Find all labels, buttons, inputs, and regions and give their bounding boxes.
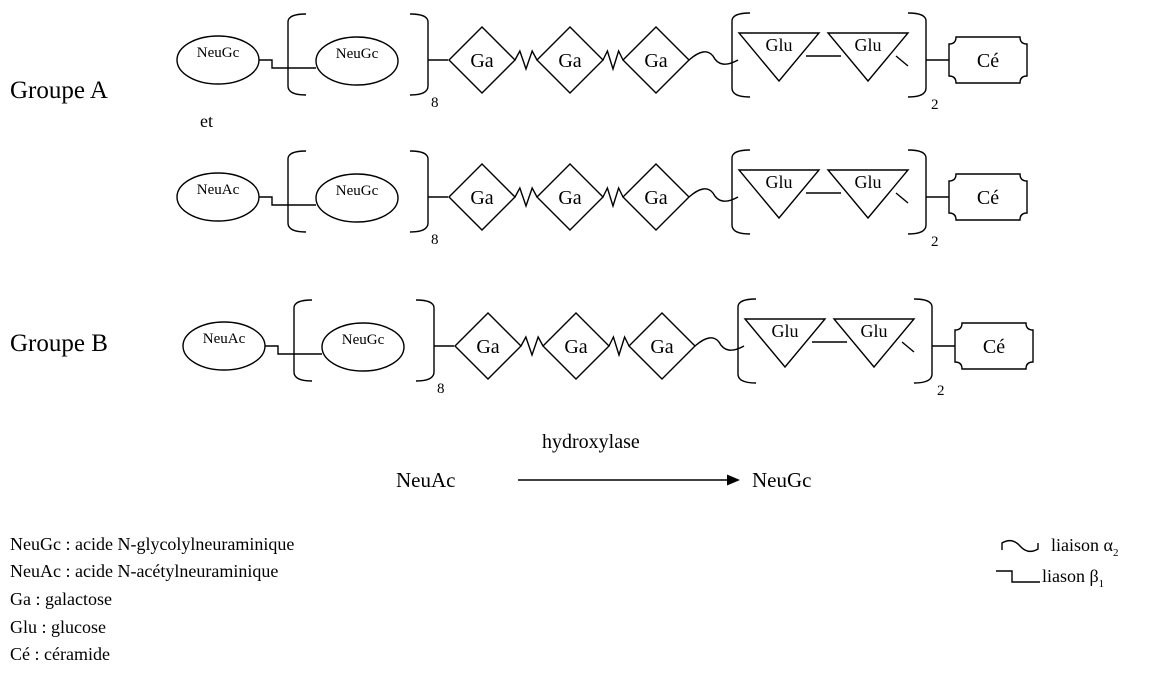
- repeat-count: 8: [431, 232, 439, 248]
- repeat-sialic-acid-label: NeuGc: [336, 46, 379, 62]
- beta-bond-icon: [996, 570, 1040, 583]
- bond-beta-text: liason β1: [1042, 566, 1104, 590]
- glycolipid-chain: NeuGc NeuGc 8 Ga Ga Ga Glu Glu 2 Cé: [176, 12, 1028, 113]
- glucose-bracket-open: [731, 12, 751, 98]
- alpha-bond: [608, 335, 630, 358]
- alpha-bond: [694, 337, 745, 351]
- reaction-enzyme: hydroxylase: [542, 431, 640, 453]
- alpha-bond: [514, 186, 538, 209]
- reaction-product: NeuGc: [752, 468, 811, 492]
- glucose-triangle: [737, 169, 821, 220]
- glucose-label: Glu: [855, 172, 882, 192]
- glucose-label: Glu: [772, 321, 799, 341]
- beta-bond: [259, 59, 316, 69]
- group-a-label: Groupe A: [10, 77, 108, 104]
- glucose-bracket-open: [731, 149, 751, 235]
- legend-item-neuac: NeuAc : acide N-acétylneuraminique: [10, 561, 278, 581]
- reaction-arrow-head: [727, 474, 740, 486]
- group-a-connector: et: [200, 111, 213, 131]
- glucose-triangle: [832, 318, 916, 369]
- bond-link: [895, 192, 909, 204]
- repeat-bracket-open: [287, 13, 307, 96]
- repeat-count: 8: [431, 95, 439, 111]
- group-b-label: Groupe B: [10, 330, 108, 357]
- repeat-bracket-open: [287, 150, 307, 233]
- galactose-label: Ga: [644, 187, 667, 209]
- galactose-label: Ga: [470, 50, 493, 72]
- alpha-bond: [602, 49, 624, 72]
- glucose-label: Glu: [855, 35, 882, 55]
- glucose-bracket-close: [907, 12, 927, 98]
- glucose-triangle: [737, 32, 821, 83]
- galactose-label: Ga: [558, 187, 581, 209]
- glycolipid-chain: NeuAc NeuGc 8 Ga Ga Ga Glu Glu 2 Cé: [176, 149, 1028, 250]
- terminal-sialic-acid-label: NeuGc: [197, 45, 240, 61]
- glucose-triangle: [826, 169, 910, 220]
- alpha-bond: [688, 51, 739, 65]
- glucose-label: Glu: [766, 35, 793, 55]
- alpha-bond: [520, 335, 544, 358]
- glucose-triangle: [743, 318, 827, 369]
- terminal-sialic-acid-label: NeuAc: [203, 331, 246, 347]
- glucose-bracket-close: [907, 149, 927, 235]
- terminal-sialic-acid-label: NeuAc: [197, 182, 240, 198]
- legend-item-ce: Cé : céramide: [10, 644, 110, 664]
- repeat-sialic-acid: [315, 36, 399, 86]
- glucose-label: Glu: [861, 321, 888, 341]
- ceramide-label: Cé: [983, 336, 1005, 358]
- repeat-bracket-close: [415, 299, 435, 382]
- glucose-repeat-count: 2: [937, 383, 945, 399]
- repeat-bracket-open: [293, 299, 313, 382]
- abbreviation-legend: NeuGc : acide N-glycolylneuraminique Neu…: [10, 534, 294, 664]
- repeat-sialic-acid-label: NeuGc: [336, 183, 379, 199]
- reaction: hydroxylase NeuAc NeuGc: [396, 431, 811, 492]
- repeat-count: 8: [437, 381, 445, 397]
- glucose-bracket-close: [913, 298, 933, 384]
- bond-legend: liaison α2 liason β1: [996, 535, 1118, 590]
- galactose-label: Ga: [564, 336, 587, 358]
- galactose-label: Ga: [644, 50, 667, 72]
- bond-link: [901, 341, 915, 353]
- glycolipid-chain: NeuAc NeuGc 8 Ga Ga Ga Glu Glu 2 Cé: [182, 298, 1034, 399]
- glucose-bracket-open: [737, 298, 757, 384]
- beta-bond: [259, 196, 316, 206]
- beta-bond: [265, 345, 322, 355]
- glucose-triangle: [826, 32, 910, 83]
- bond-alpha-text: liaison α2: [1051, 535, 1118, 559]
- legend-item-neugc: NeuGc : acide N-glycolylneuraminique: [10, 534, 294, 554]
- legend-item-glu: Glu : glucose: [10, 617, 106, 637]
- legend-item-ga: Ga : galactose: [10, 589, 112, 609]
- glucose-repeat-count: 2: [931, 97, 939, 113]
- alpha-bond: [514, 49, 538, 72]
- repeat-sialic-acid: [321, 322, 405, 372]
- repeat-bracket-close: [409, 13, 429, 96]
- bond-link: [895, 55, 909, 67]
- galactose-label: Ga: [558, 50, 581, 72]
- alpha-bond: [688, 188, 739, 202]
- repeat-sialic-acid: [315, 173, 399, 223]
- galactose-label: Ga: [476, 336, 499, 358]
- ceramide-box: [948, 36, 1028, 84]
- ceramide-box: [948, 173, 1028, 221]
- reaction-substrate: NeuAc: [396, 468, 455, 492]
- ceramide-label: Cé: [977, 187, 999, 209]
- galactose-label: Ga: [650, 336, 673, 358]
- glucose-repeat-count: 2: [931, 234, 939, 250]
- alpha-bond: [602, 186, 624, 209]
- alpha-bond-icon: [1001, 539, 1039, 553]
- ceramide-label: Cé: [977, 50, 999, 72]
- repeat-bracket-close: [409, 150, 429, 233]
- ceramide-box: [954, 322, 1034, 370]
- galactose-label: Ga: [470, 187, 493, 209]
- glucose-label: Glu: [766, 172, 793, 192]
- repeat-sialic-acid-label: NeuGc: [342, 332, 385, 348]
